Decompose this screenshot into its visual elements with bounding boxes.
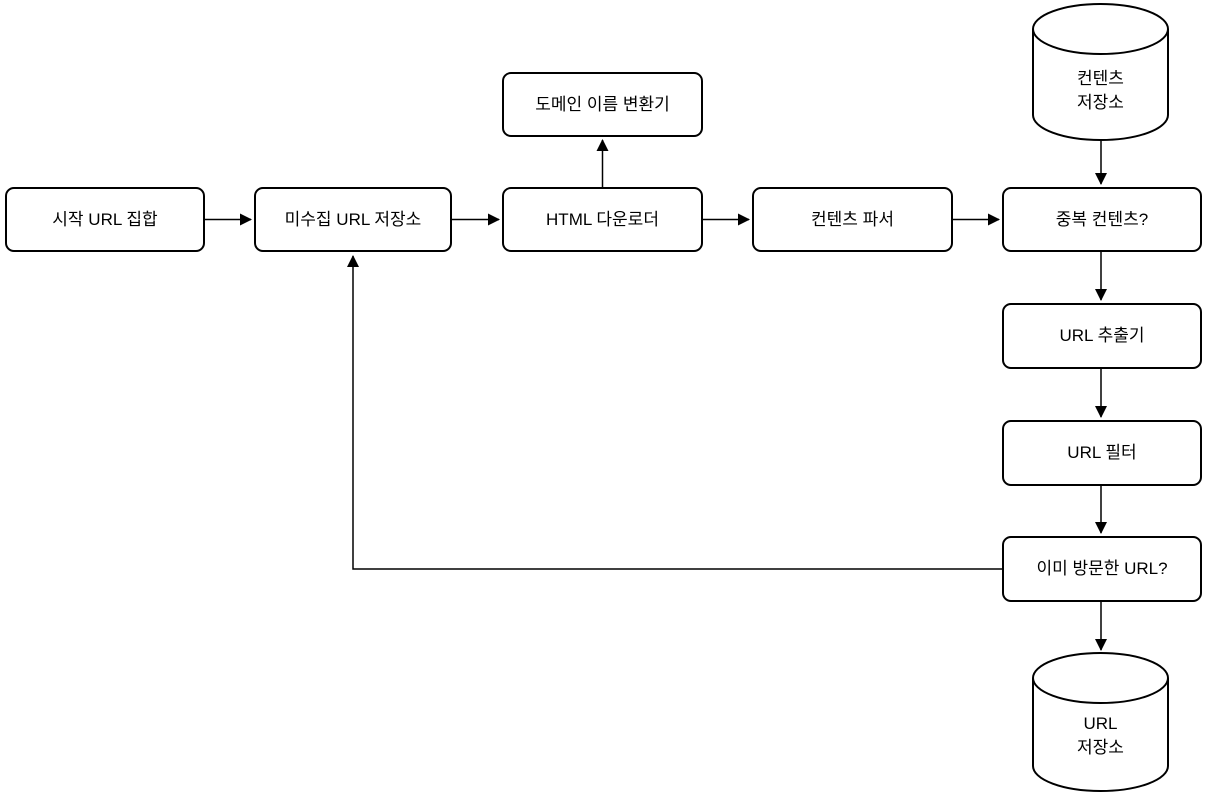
node-visited-url-check: 이미 방문한 URL?	[1002, 536, 1202, 602]
node-url-filter: URL 필터	[1002, 420, 1202, 486]
node-html-downloader: HTML 다운로더	[502, 187, 703, 252]
node-url-extractor: URL 추출기	[1002, 303, 1202, 369]
node-duplicate-content-check: 중복 컨텐츠?	[1002, 187, 1202, 252]
url-storage-label: URL 저장소	[1077, 714, 1124, 757]
content-storage-label: 컨텐츠 저장소	[1077, 69, 1124, 112]
node-start-url-set: 시작 URL 집합	[5, 187, 205, 252]
node-unfetched-url-store: 미수집 URL 저장소	[254, 187, 452, 252]
edge-visited-check-to-unfetched-feedback	[347, 255, 1002, 570]
url-storage-cylinder	[1032, 652, 1169, 792]
node-domain-name-resolver: 도메인 이름 변환기	[502, 72, 703, 137]
content-storage-cylinder	[1032, 3, 1169, 141]
node-content-parser: 컨텐츠 파서	[752, 187, 953, 252]
